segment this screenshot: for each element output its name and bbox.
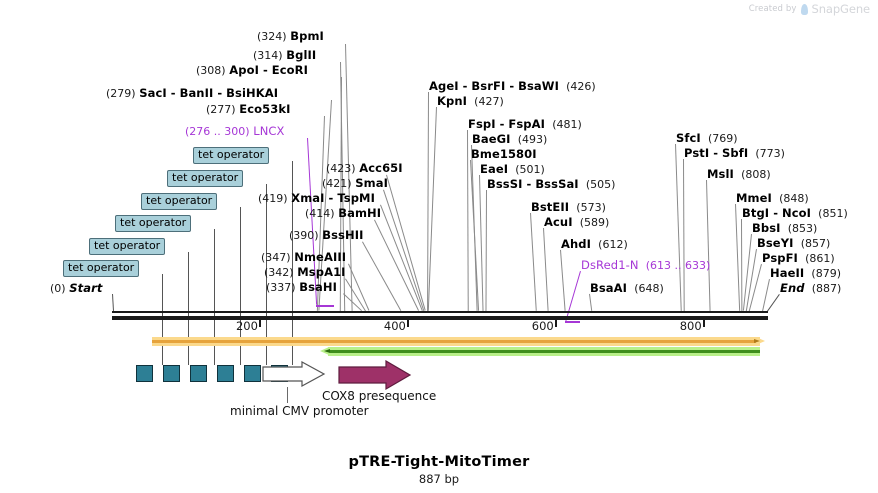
page-title: pTRE-Tight-MitoTimer — [348, 454, 530, 470]
sequence-ruler-main-line — [112, 316, 768, 320]
leader-line — [735, 203, 741, 311]
leader-line — [741, 218, 743, 311]
site-label-bme1580i: Bme1580I — [471, 147, 537, 161]
feature-bracket-lncx — [316, 305, 334, 307]
cox8-presequence-arrow[interactable] — [338, 360, 412, 392]
tet-operator-chip-4[interactable]: tet operator — [141, 193, 218, 210]
tet-operator-box-5[interactable] — [244, 365, 261, 382]
leader-line — [380, 204, 423, 311]
site-label-psti-sbfi: PstI - SbfI (773) — [684, 146, 785, 161]
site-label-smai: (421) SmaI — [322, 176, 388, 191]
ruler-tick-label-800: 800 — [679, 319, 702, 333]
tet-operator-chip-5[interactable]: tet operator — [167, 170, 244, 187]
site-label-nmeaiii: (347) NmeAIII — [261, 250, 347, 265]
ruler-tick-200 — [258, 320, 261, 327]
sequence-ruler-top-line — [112, 311, 768, 313]
endpoint-label-end: End (887) — [780, 281, 842, 296]
site-label-bsssi-bsssai: BssSI - BssSaI (505) — [487, 177, 616, 192]
site-label-ahdi: AhdI (612) — [561, 237, 628, 252]
tet-operator-box-2[interactable] — [163, 365, 180, 382]
ruler-tick-800 — [702, 320, 705, 327]
tet-operator-stem — [266, 184, 267, 365]
tet-operator-stem — [214, 229, 215, 365]
feature-bracket-dsred1n — [565, 321, 581, 323]
site-label-saci-banii-bsihkai: (279) SacI - BanII - BsiHKAI — [106, 86, 279, 101]
site-label-xmai-tspmi: (419) XmaI - TspMI — [258, 191, 375, 206]
plasmid-size-label: 887 bp — [418, 472, 460, 486]
site-label-bglii: (314) BglII — [253, 48, 317, 63]
tet-operator-box-3[interactable] — [190, 365, 207, 382]
site-label-agei-bsrfi-bsawi: AgeI - BsrFI - BsaWI (426) — [429, 79, 596, 94]
leader-line — [543, 227, 549, 311]
site-label-bbsi: BbsI (853) — [752, 221, 818, 236]
leader-line — [560, 249, 566, 311]
site-label-apoi-ecori: (308) ApoI - EcoRI — [196, 63, 308, 78]
minimal-cmv-promoter-arrow[interactable] — [262, 361, 326, 391]
leader-line — [470, 159, 480, 311]
callout-label-minimal-cmv-promoter: minimal CMV promoter — [230, 404, 369, 418]
site-label-bsaai: BsaAI (648) — [590, 281, 664, 296]
tet-operator-chip-1[interactable]: tet operator — [63, 260, 140, 277]
leader-line — [706, 179, 711, 311]
watermark-brand-text: SnapGene — [811, 2, 871, 16]
callout-line-promoter — [287, 387, 288, 403]
leader-line — [479, 174, 484, 311]
site-label-baegi: BaeGI (493) — [472, 132, 548, 147]
leader-line — [683, 158, 685, 311]
ruler-tick-600 — [554, 320, 557, 327]
leader-line — [767, 294, 780, 312]
snapgene-logo-icon — [800, 3, 808, 15]
ruler-tick-label-400: 400 — [383, 319, 406, 333]
site-label-msli: MslI (808) — [707, 167, 771, 182]
site-label-bpmi: (324) BpmI — [257, 29, 324, 44]
snapgene-watermark: Created by SnapGene — [749, 2, 870, 16]
leader-line — [530, 212, 537, 311]
leader-line — [748, 264, 762, 312]
site-label-eaei: EaeI (501) — [480, 162, 545, 177]
leader-line — [112, 293, 114, 311]
tet-operator-box-4[interactable] — [217, 365, 234, 382]
tet-operator-chip-3[interactable]: tet operator — [115, 215, 192, 232]
site-label-acc65i: (423) Acc65I — [326, 161, 403, 176]
site-label-fspi-fspai: FspI - FspAI (481) — [468, 117, 582, 132]
site-label-sfci: SfcI (769) — [676, 131, 738, 146]
site-label-acui: AcuI (589) — [544, 215, 610, 230]
site-label-haeii: HaeII (879) — [770, 266, 841, 281]
watermark-created-by-text: Created by — [748, 4, 797, 14]
site-label-bsteii: BstEII (573) — [531, 200, 606, 215]
site-label-mmei: MmeI (848) — [736, 191, 809, 206]
tet-operator-stem — [292, 161, 293, 365]
feature-label-lncx: (276 .. 300) LNCX — [185, 124, 285, 139]
tet-operator-chip-6[interactable]: tet operator — [193, 147, 270, 164]
tet-operator-stem — [240, 207, 241, 365]
tet-operator-box-1[interactable] — [136, 365, 153, 382]
leader-line — [675, 143, 682, 311]
callout-label-cox8-presequence: COX8 presequence — [322, 389, 437, 403]
tet-operator-stem — [188, 252, 189, 365]
site-label-bsshii: (390) BssHII — [289, 228, 364, 243]
feature-label-dsred1n: DsRed1-N (613 .. 633) — [581, 258, 711, 273]
site-label-bseyi: BseYI (857) — [757, 236, 831, 251]
leader-line — [386, 174, 426, 311]
tet-operator-chip-2[interactable]: tet operator — [89, 238, 166, 255]
site-label-bamhi: (414) BamHI — [305, 206, 382, 221]
leader-line — [427, 107, 437, 312]
site-label-kpni: KpnI (427) — [437, 94, 504, 109]
leader-line — [485, 190, 487, 312]
site-label-btgi-ncoi: BtgI - NcoI (851) — [742, 206, 848, 221]
endpoint-label-start: (0) Start — [50, 281, 103, 296]
ruler-tick-label-600: 600 — [531, 319, 554, 333]
leader-line — [589, 293, 593, 311]
leader-line — [362, 241, 402, 311]
site-label-bsahi: (337) BsaHI — [266, 280, 338, 295]
leader-line — [565, 271, 582, 322]
site-label-pspfi: PspFI (861) — [762, 251, 835, 266]
site-label-eco53ki: (277) Eco53kI — [206, 102, 291, 117]
site-label-mspa1i: (342) MspA1I — [264, 265, 346, 280]
ruler-tick-400 — [406, 320, 409, 327]
ruler-tick-label-200: 200 — [235, 319, 258, 333]
leader-line — [467, 129, 469, 311]
